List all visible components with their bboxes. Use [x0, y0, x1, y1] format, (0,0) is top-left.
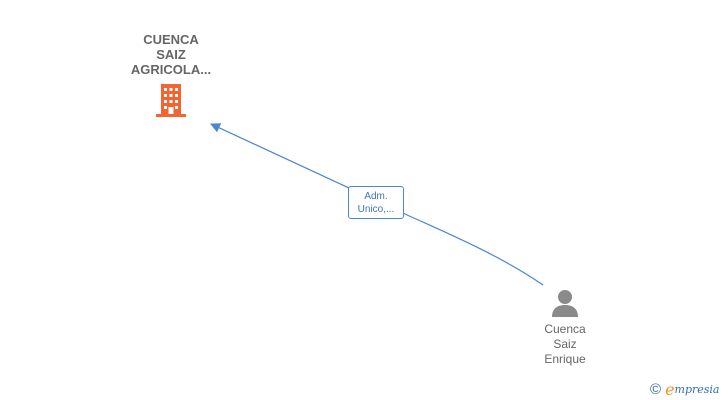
company-name-line: CUENCA: [143, 32, 199, 47]
company-name-line: SAIZ: [156, 47, 186, 62]
building-icon: [156, 84, 186, 117]
relation-label-line: Unico,...: [357, 204, 395, 215]
relation-label-line: Adm.: [364, 191, 388, 202]
brand-logo-letter: e: [665, 379, 675, 399]
company-node[interactable]: CUENCA SAIZ AGRICOLA...: [111, 32, 231, 118]
person-name: Cuenca Saiz Enrique: [517, 322, 613, 367]
person-icon: [552, 290, 578, 317]
person-node[interactable]: Cuenca Saiz Enrique: [517, 288, 613, 367]
empresia-footer[interactable]: © e mpresia: [650, 380, 720, 398]
brand-logo-text: mpresia: [674, 382, 720, 396]
company-name-line: AGRICOLA...: [130, 62, 212, 77]
company-name: CUENCA SAIZ AGRICOLA...: [111, 32, 231, 77]
person-name-line: Cuenca: [544, 322, 586, 336]
relation-edge-line: [210, 123, 544, 286]
relation-label[interactable]: Adm. Unico,...: [348, 186, 404, 219]
copyright-icon: ©: [650, 380, 662, 398]
person-name-line: Enrique: [544, 352, 586, 366]
person-name-line: Saiz: [553, 337, 577, 351]
